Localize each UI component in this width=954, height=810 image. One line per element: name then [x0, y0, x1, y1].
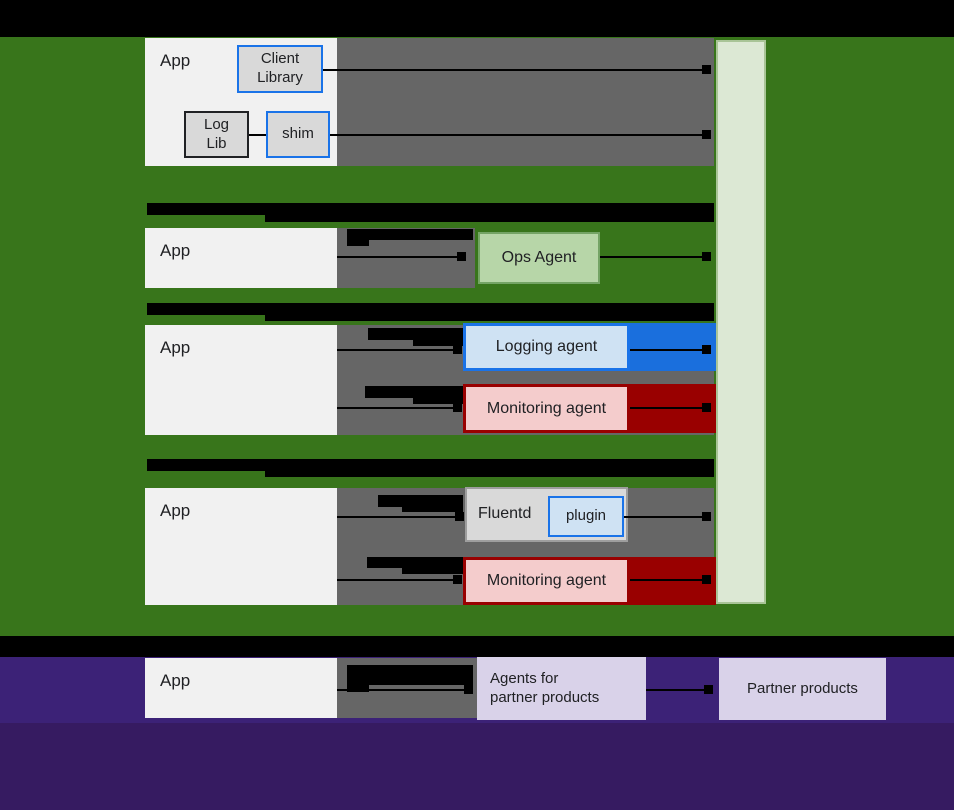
monitoring-agent-label: Monitoring agent: [486, 399, 607, 417]
client-library-label: Client Library: [257, 50, 303, 86]
agent-to-partner-arrow-line: [646, 689, 708, 691]
agents-for-partner-label: Agents for partner products: [490, 669, 600, 706]
logging-to-receiver-arrow-head-icon: [702, 345, 711, 354]
ops-to-receiver-arrow-head-icon: [702, 252, 711, 261]
app-label: App: [160, 501, 191, 520]
app-to-partner-agent-arrow-head-icon: [464, 685, 473, 694]
client-library-arrow-head-icon: [702, 65, 711, 74]
fluentd-signal-label-redacted-tail: [402, 507, 463, 512]
app-to-ops-arrow-line: [337, 256, 460, 258]
app-to-partner-agent-arrow-line: [337, 689, 466, 691]
partner-products-label: Partner products: [747, 679, 858, 697]
plugin-box: plugin: [548, 496, 624, 537]
metrics-label-redacted-tail: [413, 398, 463, 404]
app-label: App: [160, 338, 191, 357]
app-label: App: [160, 51, 191, 70]
logging-blue-bar: [630, 323, 716, 371]
fluentd-signal-label-redacted: [378, 495, 463, 507]
app-box-4: App: [145, 488, 337, 605]
app-to-monitoring2-arrow-line: [337, 579, 456, 581]
monitoring-to-receiver-arrow-head-icon: [702, 403, 711, 412]
app-box-3: App: [145, 325, 337, 435]
app-label: App: [160, 241, 191, 260]
monitoring-agent-box-fluentd: Monitoring agent: [463, 557, 630, 605]
logging-to-receiver-arrow-line: [630, 349, 706, 351]
app-to-monitoring2-arrow-head-icon: [453, 575, 462, 584]
log-lib-box: Log Lib: [184, 111, 249, 158]
app-to-logging-arrow-line: [337, 349, 456, 351]
client-library-arrow-line: [323, 69, 705, 71]
monitoring-agent-box-vm: Monitoring agent: [463, 384, 630, 433]
metrics-label2-redacted: [367, 557, 463, 568]
fluentd-label: Fluentd: [478, 505, 532, 522]
app-box-2: App: [145, 228, 337, 288]
top-title-redacted-bar: [0, 0, 954, 37]
logging-agent-label: Logging agent: [495, 338, 598, 355]
agent-to-partner-arrow-head-icon: [704, 685, 713, 694]
monitoring-to-receiver-arrow-line: [630, 407, 706, 409]
ops-to-receiver-arrow-line: [600, 256, 705, 258]
app-to-monitoring-arrow-line: [337, 407, 456, 409]
telemetry-receiver-bar: [716, 40, 766, 604]
partner-products-box: Partner products: [719, 658, 886, 720]
app-to-ops-arrow-head-icon: [457, 252, 466, 261]
app-to-fluentd-arrow-head-icon: [455, 512, 464, 521]
ops-agent-label: Ops Agent: [501, 249, 577, 266]
partner-signal-label-redacted: [347, 665, 473, 685]
shim-arrow-line: [330, 134, 705, 136]
shim-box: shim: [266, 111, 330, 158]
section2-heading-redacted: [147, 203, 714, 215]
section3-heading-redacted: [147, 303, 714, 315]
loglib-shim-connector: [249, 134, 266, 136]
section3-heading-redacted-tail: [265, 315, 714, 321]
app-box-5: App: [145, 658, 337, 718]
logging-agent-box: Logging agent: [463, 323, 630, 371]
plugin-label: plugin: [565, 507, 607, 525]
metrics-label-redacted: [365, 386, 463, 398]
monitoring-red-bar-2: [630, 557, 716, 605]
app-label: App: [160, 671, 191, 690]
app-to-fluentd-arrow-line: [337, 516, 458, 518]
logs-label-redacted-tail: [413, 340, 463, 346]
partner-section-redacted-bar: [0, 636, 954, 657]
ops-agent-box: Ops Agent: [478, 232, 600, 284]
agents-for-partner-box: Agents for partner products: [477, 657, 646, 720]
app-to-logging-arrow-head-icon: [453, 345, 462, 354]
ops-signal-label-redacted-tail: [347, 240, 369, 246]
monitoring2-to-receiver-arrow-line: [630, 579, 706, 581]
partner-environment-footer-background: [0, 723, 954, 810]
monitoring2-to-receiver-arrow-head-icon: [702, 575, 711, 584]
section4-heading-redacted: [147, 459, 714, 471]
metrics-label2-redacted-tail: [402, 568, 463, 574]
monitoring-agent-label: Monitoring agent: [486, 572, 607, 589]
plugin-to-receiver-arrow-line: [624, 516, 706, 518]
app-to-monitoring-arrow-head-icon: [453, 403, 462, 412]
shim-arrow-head-icon: [702, 130, 711, 139]
logs-label-redacted: [368, 328, 463, 340]
section2-heading-redacted-tail: [265, 215, 714, 222]
partner-signal-label-redacted-tail: [347, 685, 369, 692]
client-library-box: Client Library: [237, 45, 323, 93]
section4-heading-redacted-tail: [265, 471, 714, 477]
log-lib-label: Log Lib: [203, 115, 230, 152]
ops-signal-label-redacted: [347, 229, 473, 240]
plugin-to-receiver-arrow-head-icon: [702, 512, 711, 521]
vm-panel-1: [337, 38, 714, 166]
shim-label: shim: [282, 125, 314, 143]
